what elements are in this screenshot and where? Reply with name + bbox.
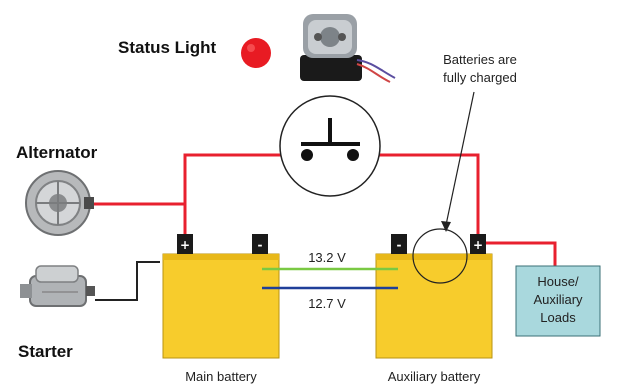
aux-battery: - + bbox=[376, 234, 492, 358]
status-light-label: Status Light bbox=[118, 38, 217, 57]
load-line-2: Auxiliary bbox=[533, 292, 583, 307]
red-dot-highlight bbox=[247, 44, 255, 52]
note-line-1: Batteries are bbox=[443, 52, 517, 67]
relay-solenoid-icon bbox=[300, 14, 395, 82]
voltage-main-label: 13.2 V bbox=[308, 250, 346, 265]
loads-box: House/ Auxiliary Loads bbox=[516, 266, 600, 336]
switch-symbol-icon bbox=[280, 96, 380, 196]
main-battery-label: Main battery bbox=[185, 369, 257, 384]
red-dot-icon bbox=[241, 38, 271, 68]
note-line-2: fully charged bbox=[443, 70, 517, 85]
main-battery: + - bbox=[163, 234, 279, 358]
starter-wire bbox=[95, 262, 160, 300]
alternator-icon bbox=[26, 171, 94, 235]
aux-plus-symbol: + bbox=[473, 238, 483, 252]
note-arrow bbox=[446, 92, 474, 225]
aux-minus-symbol: - bbox=[397, 238, 402, 252]
voltage-aux-label: 12.7 V bbox=[308, 296, 346, 311]
starter-motor-icon bbox=[20, 266, 95, 306]
main-plus-symbol: + bbox=[180, 238, 190, 252]
load-line-1: House/ bbox=[537, 274, 579, 289]
starter-label: Starter bbox=[18, 342, 73, 361]
alternator-label: Alternator bbox=[16, 143, 98, 162]
aux-battery-label: Auxiliary battery bbox=[388, 369, 481, 384]
main-minus-symbol: - bbox=[258, 238, 263, 252]
load-line-3: Loads bbox=[540, 310, 576, 325]
starter-wiring bbox=[95, 262, 160, 300]
